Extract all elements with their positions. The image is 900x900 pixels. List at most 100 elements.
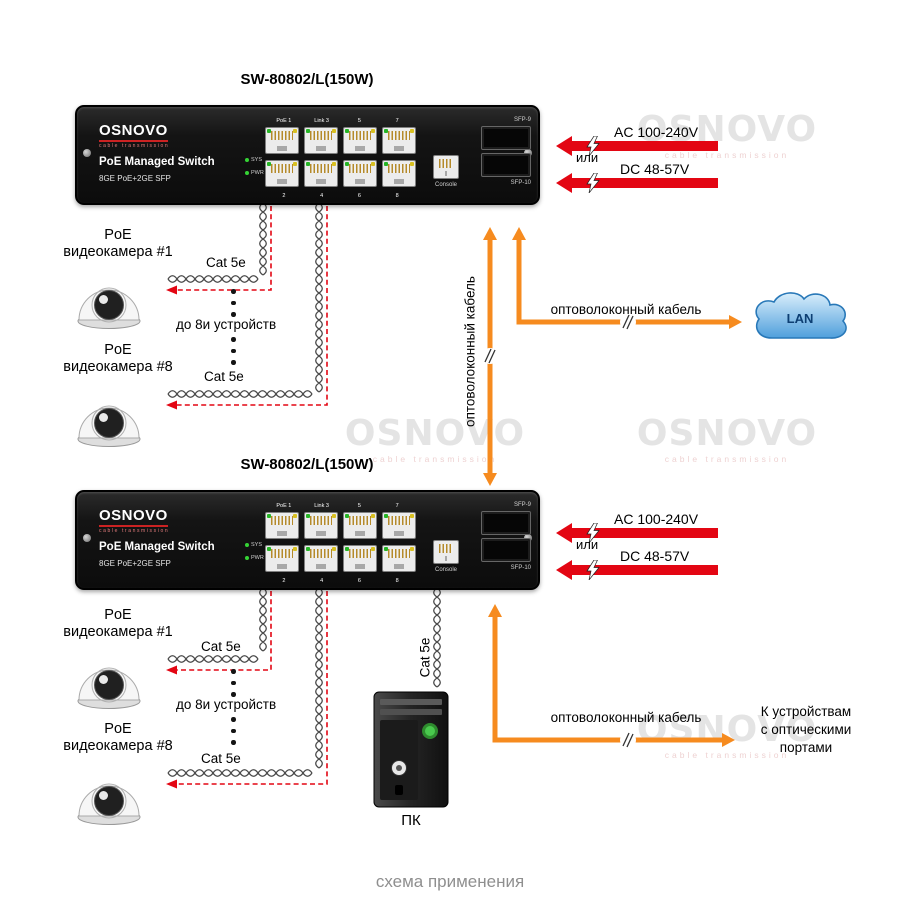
power-arrow-dc <box>556 560 718 580</box>
port-led-green <box>267 514 271 518</box>
cat5e-label: Cat 5e <box>201 751 241 766</box>
rj45-port-block <box>265 512 416 572</box>
dome-camera-icon <box>77 667 141 709</box>
cat5e-label: Cat 5e <box>206 255 246 270</box>
power-arrow-dc <box>556 173 718 193</box>
port-led-yellow <box>410 514 414 518</box>
poe-switch-2: OSNOVO cable transmission PoE Managed Sw… <box>75 490 540 590</box>
cat5e-label: Cat 5e <box>204 369 244 384</box>
sfp-block: SFP-9 SFP-10 <box>479 502 531 571</box>
led-icon <box>245 158 249 162</box>
port-led-green <box>384 547 388 551</box>
rj45-port <box>265 512 299 539</box>
port-led-yellow <box>371 129 375 133</box>
switch-2-title: SW-80802/L(150W) <box>240 456 374 473</box>
pc-tower-icon <box>373 691 449 808</box>
sfp-slot-9 <box>481 126 531 150</box>
fiber-cable-label: оптоволоконный кабель <box>550 302 702 317</box>
dc-label: DC 48-57V <box>620 548 690 564</box>
port-led-green <box>306 129 310 133</box>
rj45-port <box>343 545 377 572</box>
rj45-port <box>343 127 377 154</box>
dome-camera-icon <box>77 405 141 447</box>
brand-logo: OSNOVO cable transmission <box>99 507 170 534</box>
camera-8-label: PoE видеокамера #8 <box>63 342 173 375</box>
watermark: OSNOVO cable transmission <box>344 413 526 465</box>
sfp-slot-9 <box>481 511 531 535</box>
port-led-green <box>345 129 349 133</box>
port-led-yellow <box>410 162 414 166</box>
rj45-port <box>265 545 299 572</box>
led-icon <box>245 171 249 175</box>
port-led-green <box>306 547 310 551</box>
port-led-yellow <box>332 129 336 133</box>
pwr-led: PWR <box>245 170 264 176</box>
port-led-green <box>306 162 310 166</box>
rj45-port <box>304 127 338 154</box>
watermark: OSNOVO cable transmission <box>636 413 818 465</box>
port-led-green <box>306 514 310 518</box>
sfp-slot-10 <box>481 153 531 177</box>
port-led-yellow <box>293 129 297 133</box>
port-led-yellow <box>332 162 336 166</box>
pc-label: ПК <box>401 812 421 829</box>
pc-cat5e-label: Cat 5e <box>417 637 433 678</box>
port-led-yellow <box>371 162 375 166</box>
ellipsis-dots <box>231 337 236 372</box>
rj45-port <box>265 127 299 154</box>
watermark-sub: cable transmission <box>664 150 790 160</box>
sfp-slot-10 <box>481 538 531 562</box>
rj45-port <box>382 160 416 187</box>
lan-cloud-icon <box>755 292 847 339</box>
port-led-yellow <box>410 547 414 551</box>
sfp-block: SFP-9 SFP-10 <box>479 117 531 186</box>
rj45-port <box>304 160 338 187</box>
lan-label: LAN <box>786 311 814 326</box>
pwr-led: PWR <box>245 555 264 561</box>
dome-camera-icon <box>77 287 141 329</box>
power-arrow-ac <box>556 136 718 156</box>
console-port: Console <box>429 540 463 573</box>
camera-1-label: PoE видеокамера #1 <box>63 227 173 260</box>
console-port: Console <box>429 155 463 188</box>
port-led-green <box>384 162 388 166</box>
poe-switch-1: OSNOVO cable transmission PoE Managed Sw… <box>75 105 540 205</box>
switch-name: PoE Managed Switch <box>99 541 215 553</box>
switch-1-title: SW-80802/L(150W) <box>240 71 374 88</box>
screw-icon <box>83 149 91 157</box>
switch-name: PoE Managed Switch <box>99 156 215 168</box>
ac-label: AC 100-240V <box>614 511 699 527</box>
dc-label: DC 48-57V <box>620 161 690 177</box>
port-led-green <box>267 162 271 166</box>
ac-label: AC 100-240V <box>614 124 699 140</box>
port-led-yellow <box>371 547 375 551</box>
lightning-icon <box>586 523 600 543</box>
switch-subtitle: 8GE PoE+2GE SFP <box>99 559 171 568</box>
port-led-green <box>384 129 388 133</box>
rj45-port <box>304 545 338 572</box>
devices-note: до 8и устройств <box>176 317 277 332</box>
devices-note: до 8и устройств <box>176 697 277 712</box>
diagram-caption: схема применения <box>375 872 525 891</box>
rj45-console <box>433 540 459 564</box>
lightning-icon <box>586 173 600 193</box>
port-led-yellow <box>293 547 297 551</box>
led-icon <box>245 543 249 547</box>
screw-icon <box>83 534 91 542</box>
optical-devices-text: К устройствам с оптическими портами <box>760 704 852 756</box>
fiber-cable-label: оптоволоконный кабель <box>550 710 702 725</box>
rj45-port <box>304 512 338 539</box>
rj45-port-block <box>265 127 416 187</box>
port-led-yellow <box>410 129 414 133</box>
rj45-port <box>343 512 377 539</box>
lightning-icon <box>586 136 600 156</box>
rj45-port <box>382 127 416 154</box>
port-led-yellow <box>293 162 297 166</box>
or-label: или <box>576 150 599 165</box>
dome-camera-icon <box>77 783 141 825</box>
rj45-port <box>343 160 377 187</box>
lightning-icon <box>586 560 600 580</box>
